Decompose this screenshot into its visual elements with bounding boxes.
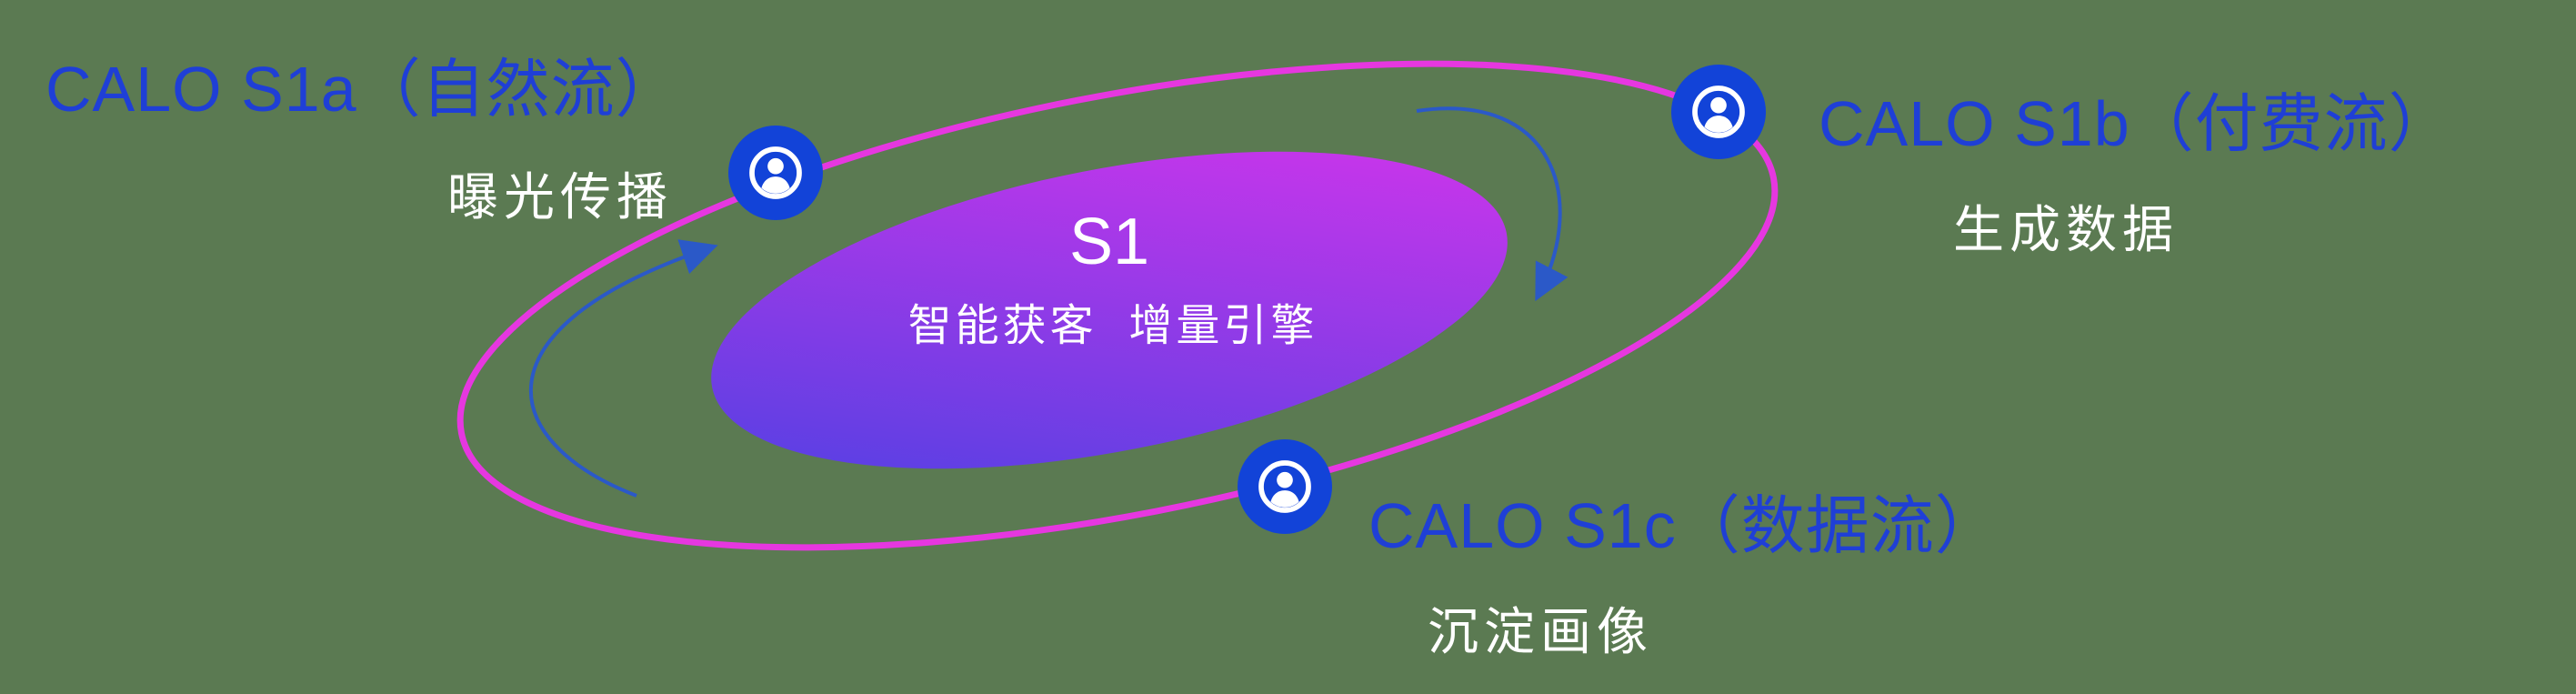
user-icon [728,126,823,220]
node-s1b [1671,65,1766,159]
core-subtitle: 智能获客 增量引擎 [907,302,1318,350]
core-title: S1 [1068,206,1150,278]
label-s1c-subtitle: 沉淀画像 [1428,603,1653,660]
label-s1b-subtitle: 生成数据 [1953,201,2179,258]
flow-arrow-left [528,239,718,498]
node-s1c [1238,439,1332,534]
user-icon [1238,439,1332,534]
label-s1a-title: CALO S1a（自然流） [45,54,680,125]
label-s1a-subtitle: 曝光传播 [447,168,673,226]
orbit-ring [456,60,1779,551]
flow-arrow-right [1416,106,1569,302]
user-icon [1671,65,1766,159]
node-s1a [728,126,823,220]
label-s1b-title: CALO S1b（付费流） [1819,88,2453,159]
label-s1c-title: CALO S1c（数据流） [1368,490,2000,561]
core-ellipse [711,151,1508,469]
